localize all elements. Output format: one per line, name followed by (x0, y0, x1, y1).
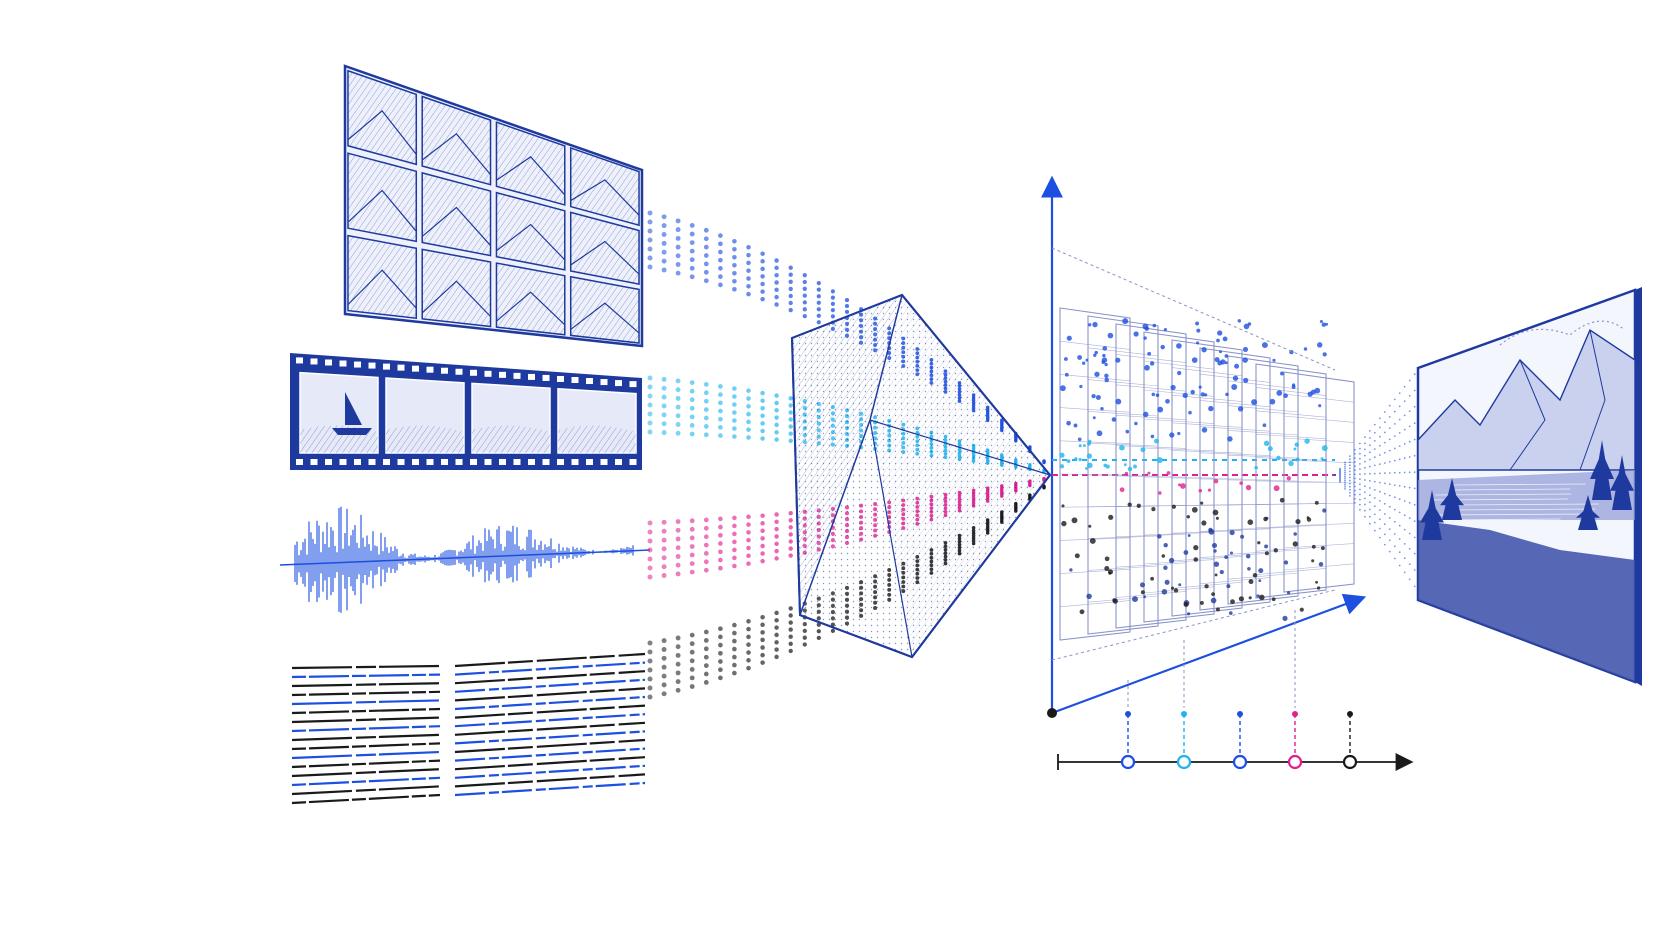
latent-plane (1115, 323, 1187, 629)
text-line (291, 750, 441, 760)
image-thumbnail (347, 69, 418, 166)
timeline-marker (1176, 754, 1192, 770)
timeline-marker (1120, 754, 1136, 770)
image-thumbnail (421, 95, 492, 186)
image-thumbnail (347, 152, 418, 243)
text-line (454, 781, 646, 797)
timeline-marker (1287, 754, 1303, 770)
text-line (454, 764, 646, 779)
text-line (291, 785, 441, 796)
timeline-marker (1342, 754, 1358, 770)
latent-plane (1283, 371, 1355, 593)
latent-plane (1255, 363, 1327, 599)
text-line (291, 690, 441, 697)
latent-plane (1199, 347, 1271, 611)
text-line (454, 670, 646, 685)
text-line (454, 730, 646, 745)
image-thumbnail (569, 146, 640, 227)
text-line (291, 716, 441, 724)
text-line (291, 673, 441, 679)
image-thumbnail (495, 121, 566, 206)
latent-plane (1227, 355, 1299, 605)
text-lines (291, 652, 646, 805)
text-line (454, 738, 646, 754)
landscape-icon (1416, 287, 1642, 686)
timeline-marker (1232, 754, 1248, 770)
latent-plane (1171, 339, 1243, 617)
text-line (454, 747, 646, 762)
text-line (454, 773, 646, 788)
text-line (291, 725, 441, 733)
text-line (454, 652, 646, 668)
image-thumbnail (421, 248, 492, 328)
audio-waveform (279, 506, 651, 613)
latent-plane (1143, 331, 1215, 623)
text-line (291, 759, 441, 769)
image-thumbnail (569, 211, 640, 286)
image-grid-panel (343, 64, 644, 348)
image-thumbnail (569, 275, 640, 344)
text-line (291, 682, 441, 688)
text-line (454, 713, 646, 728)
latent-grid-icon (1041, 175, 1367, 718)
text-line (454, 704, 646, 719)
text-line (291, 793, 441, 805)
latent-plane (1059, 307, 1131, 641)
text-line (454, 756, 646, 771)
projection-beam (1334, 373, 1416, 588)
video-filmstrip (290, 353, 642, 470)
text-line (291, 733, 441, 742)
latent-plane (1087, 315, 1159, 635)
text-line (291, 707, 441, 715)
text-line (454, 661, 646, 676)
image-thumbnail (495, 262, 566, 336)
text-line (291, 776, 441, 787)
text-line (454, 721, 646, 736)
text-line (454, 687, 646, 702)
text-line (454, 695, 646, 711)
text-line (454, 678, 646, 693)
image-thumbnail (347, 234, 418, 320)
text-line (291, 699, 441, 706)
text-line (291, 664, 441, 670)
image-thumbnail (495, 191, 566, 271)
text-line (291, 768, 441, 778)
text-line (291, 742, 441, 751)
timeline (1057, 610, 1414, 771)
prism-icon (790, 293, 1052, 659)
image-thumbnail (421, 171, 492, 257)
